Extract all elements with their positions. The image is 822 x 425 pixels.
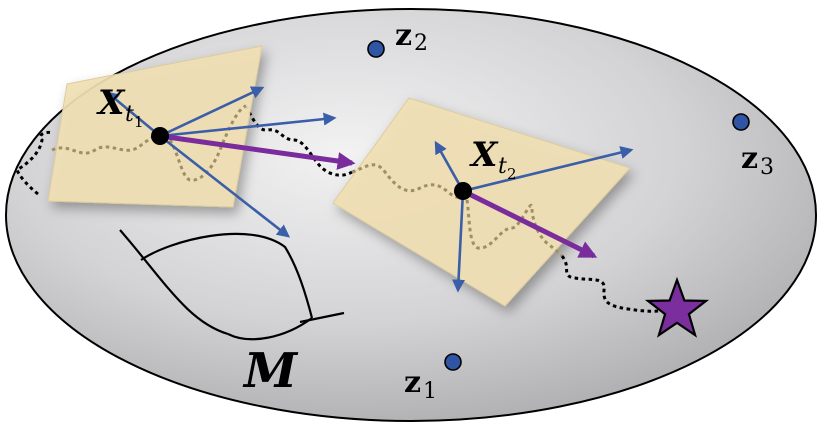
tangent-vector (159, 112, 337, 138)
label-z2-sub: 2 (414, 31, 428, 56)
label-z1-sub: 1 (423, 379, 437, 404)
tangent-vector (434, 140, 465, 192)
label-z3-sub: 3 (760, 155, 774, 180)
label-x-t1-t: t (125, 102, 134, 127)
label-z3-main: z (741, 141, 758, 176)
tangent-vector (452, 190, 466, 293)
tangent-vector (105, 91, 161, 138)
star-icon (644, 276, 710, 338)
tangent-vectors-1 (105, 86, 337, 238)
label-z2: z 2 (395, 18, 428, 56)
tangent-vector (159, 86, 265, 138)
label-x-t1-main: X (96, 83, 126, 123)
tangent-vector (159, 134, 291, 238)
purple-step-arrow-1 (159, 133, 356, 170)
purple-step-arrow-2 (461, 188, 598, 259)
point-z1 (444, 353, 462, 371)
label-manifold: M (242, 343, 299, 399)
label-z2-main: z (395, 18, 412, 53)
point-z2 (367, 40, 385, 58)
trajectory-path-on-plane (51, 104, 564, 258)
label-z1: z 1 (404, 365, 437, 404)
label-x-t2-t: t (498, 154, 507, 179)
label-x-t1: X t 1 (96, 83, 144, 131)
tangent-vector (462, 146, 634, 193)
trajectory-path (15, 105, 669, 313)
label-x-t1-sub: 1 (134, 113, 144, 131)
label-x-t2: X t 2 (469, 135, 517, 183)
label-x-t2-sub: 2 (507, 165, 517, 183)
point-z3 (732, 113, 750, 131)
tangent-plane-1 (47, 45, 263, 208)
label-x-t2-main: X (469, 135, 499, 175)
label-z1-main: z (404, 365, 421, 400)
point-x-t2 (454, 182, 472, 200)
manifold-hole (119, 229, 345, 341)
label-z3: z 3 (741, 141, 774, 180)
point-x-t1 (151, 127, 169, 145)
tangent-vectors-2 (434, 140, 634, 293)
